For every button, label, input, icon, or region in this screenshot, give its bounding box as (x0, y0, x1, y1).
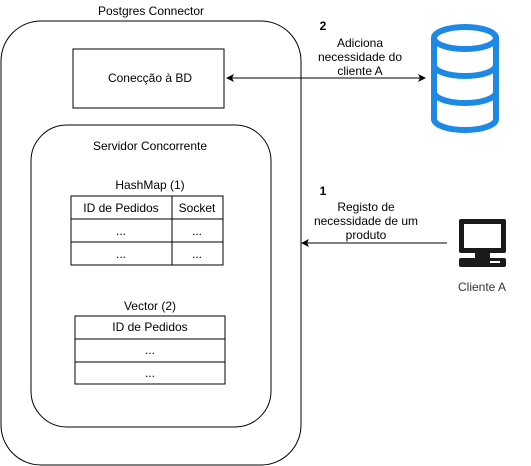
db-connection-box (72, 48, 225, 109)
step-1-number: 1 (320, 184, 327, 198)
vector-name: Vector (124, 299, 158, 313)
step-1-line: produto (346, 228, 387, 242)
hashmap-cell: ... (116, 224, 126, 238)
hashmap-header-socket: Socket (179, 201, 216, 215)
hashmap-cell: ... (116, 247, 126, 261)
hashmap-table: ID de Pedidos Socket ... ... ... ... (70, 195, 224, 266)
computer-icon (459, 219, 506, 267)
hashmap-title: HashMap (1) (115, 178, 184, 192)
vector-cell: ... (145, 343, 155, 357)
vector-header: ID de Pedidos (112, 320, 187, 334)
client-label: Cliente A (458, 280, 506, 294)
step-2-number: 2 (320, 19, 327, 33)
postgres-connector-title: Postgres Connector (98, 4, 204, 18)
vector-title: Vector (2) (124, 299, 176, 313)
vector-suffix: (2) (161, 299, 176, 313)
step-2-line: Adiciona (337, 36, 383, 50)
step-2-line: necessidade do (318, 50, 402, 64)
hashmap-header-id: ID de Pedidos (83, 201, 158, 215)
database-icon (431, 24, 499, 133)
step-2-line: cliente A (337, 64, 382, 78)
vector-table: ID de Pedidos ... ... (74, 315, 226, 385)
hashmap-cell: ... (192, 224, 202, 238)
step-1-line: necessidade de um (314, 214, 418, 228)
hashmap-name: HashMap (115, 178, 167, 192)
db-connection-label: Conecção à BD (108, 71, 192, 85)
hashmap-cell: ... (192, 247, 202, 261)
step-1-line: Registo de (337, 200, 395, 214)
vector-cell: ... (145, 366, 155, 380)
concurrent-server-title: Servidor Concorrente (93, 139, 207, 153)
hashmap-suffix: (1) (170, 178, 185, 192)
